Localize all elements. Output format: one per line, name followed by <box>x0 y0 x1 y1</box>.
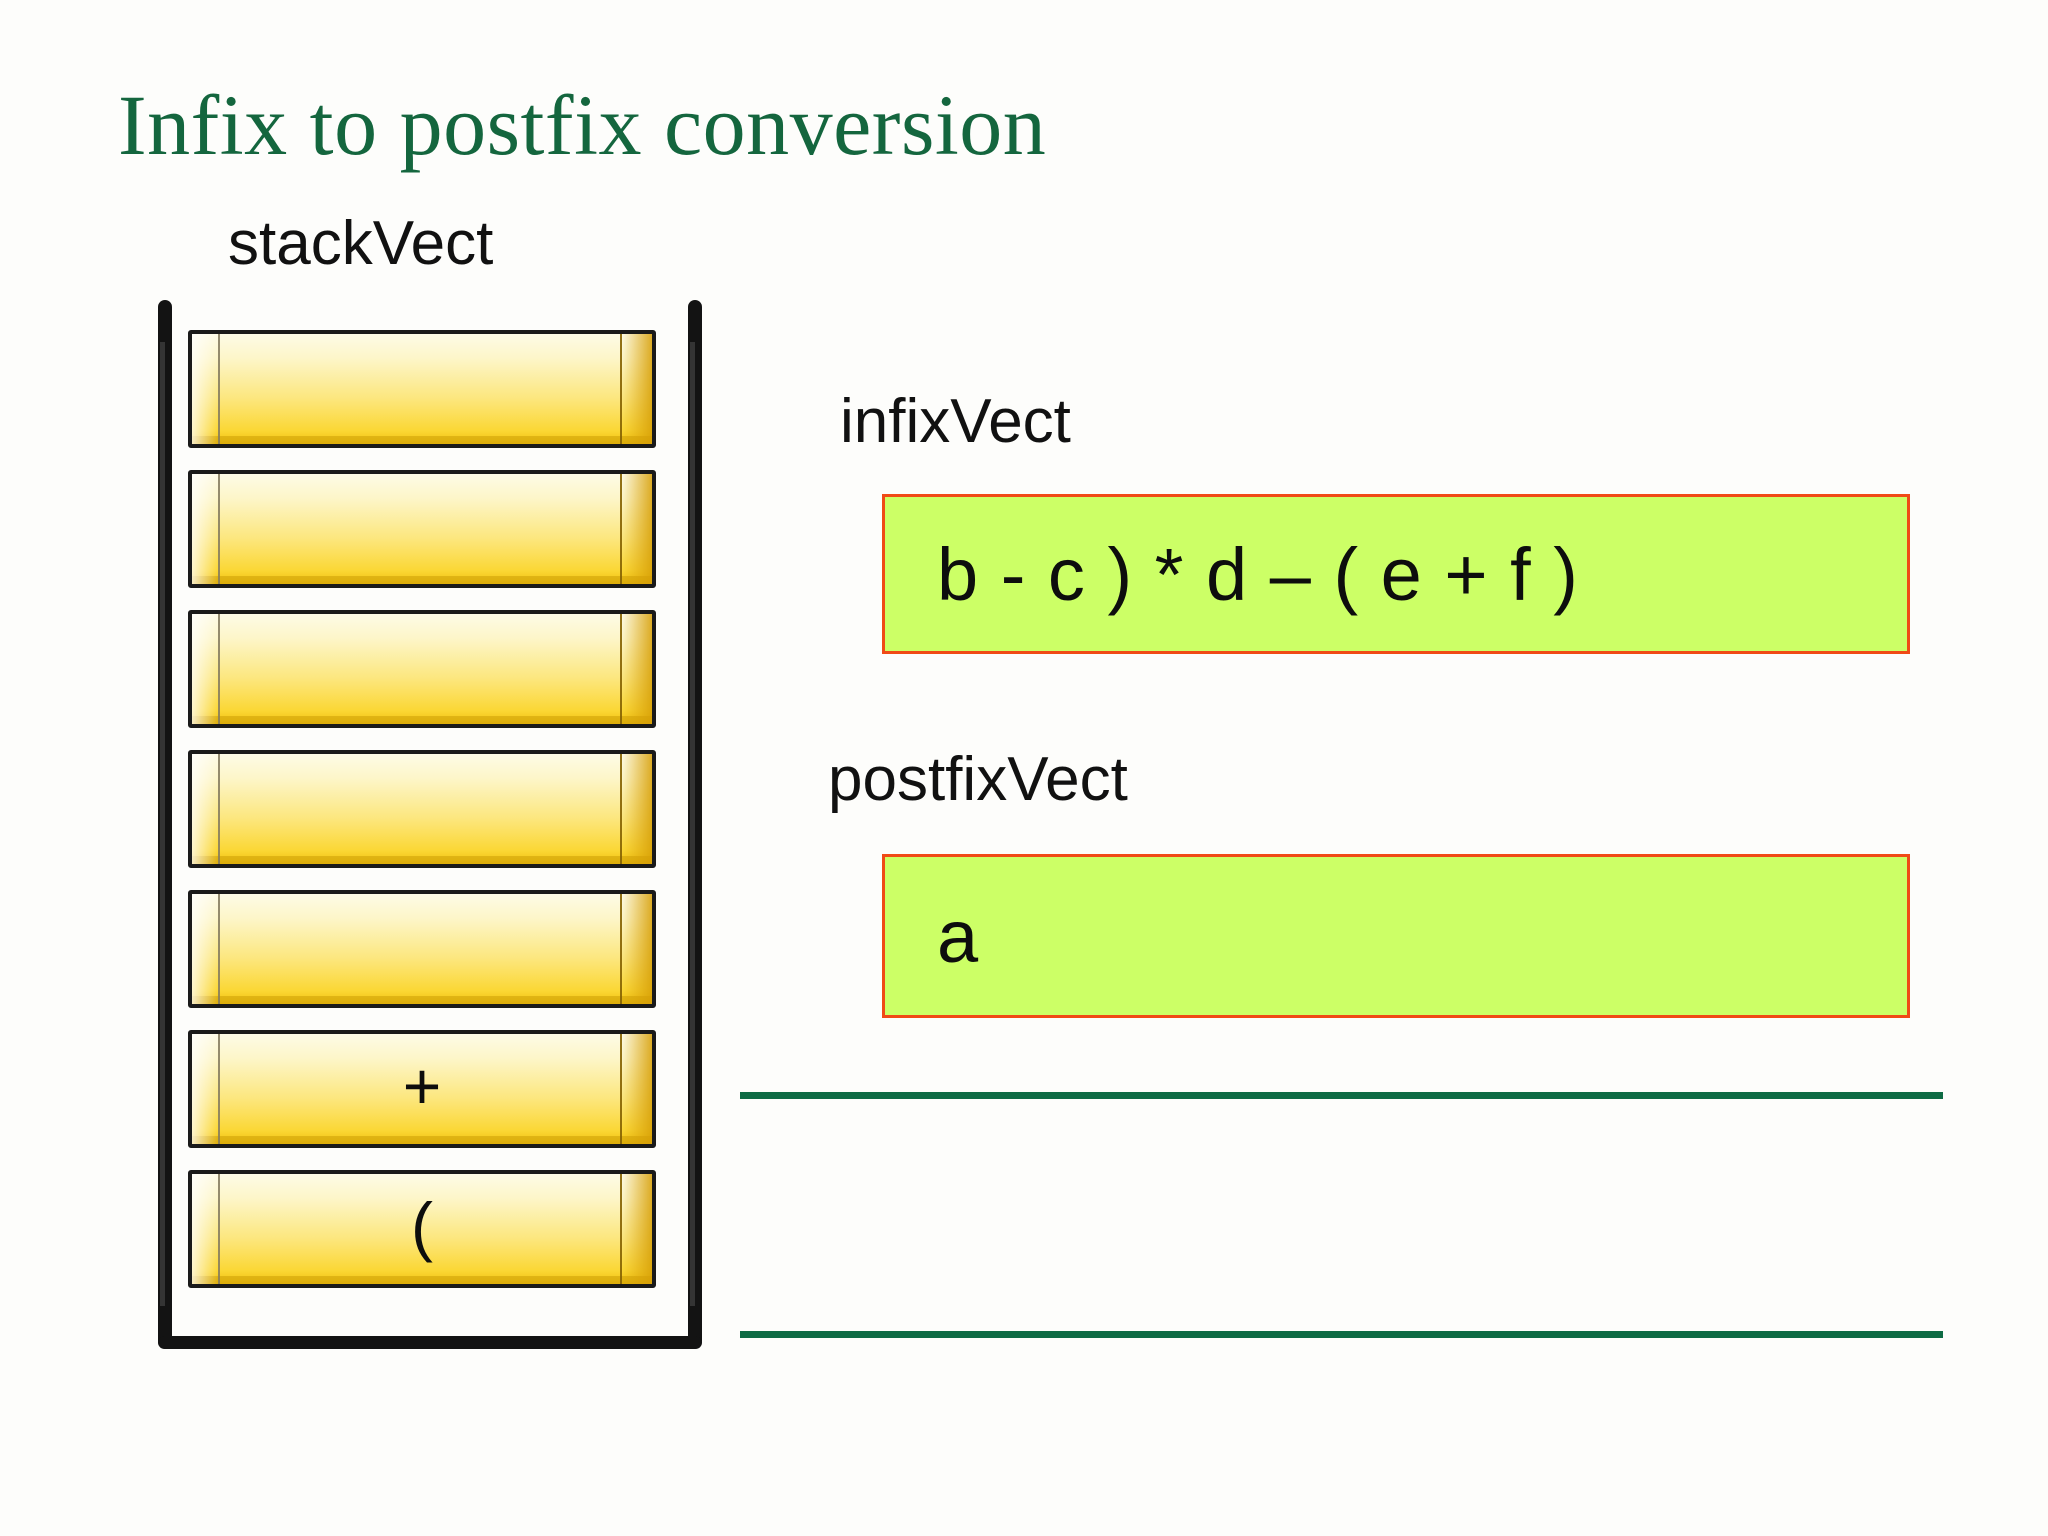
stack-cell-box <box>188 330 656 448</box>
postfixvect-box[interactable]: a <box>882 854 1910 1018</box>
stack-cell-value: + <box>402 1049 442 1123</box>
infixvect-box[interactable]: b - c ) * d – ( e + f ) <box>882 494 1910 654</box>
infixvect-text: b - c ) * d – ( e + f ) <box>937 532 1579 616</box>
stack-bottom-rail <box>158 1336 702 1349</box>
postfixvect-text: a <box>937 894 980 978</box>
divider-rule-bottom <box>740 1331 1943 1338</box>
stack-cell-box <box>188 750 656 868</box>
infixvect-label: infixVect <box>840 387 1071 456</box>
stack-cell[interactable] <box>188 890 656 1008</box>
stack-cell[interactable]: ( <box>188 1170 656 1288</box>
stack-cell-value: ( <box>411 1189 433 1263</box>
stack-cell-box <box>188 470 656 588</box>
divider-rule-top <box>740 1092 1943 1099</box>
stack-cell[interactable] <box>188 610 656 728</box>
stack-cell-value <box>188 890 656 1008</box>
page-title: Infix to postfix conversion <box>118 77 1047 173</box>
stack-cell[interactable] <box>188 750 656 868</box>
stack-cell[interactable] <box>188 330 656 448</box>
stack-cell[interactable]: + <box>188 1030 656 1148</box>
stack-cell-value <box>188 610 656 728</box>
postfixvect-label: postfixVect <box>828 745 1128 814</box>
stack-cell-value <box>188 750 656 868</box>
stack-cell-value <box>188 470 656 588</box>
stack-cell-box <box>188 1030 656 1148</box>
stack-container: + ( <box>150 300 710 1360</box>
stack-cell-box <box>188 890 656 1008</box>
stack-left-rail <box>158 300 172 1348</box>
stack-cell-value <box>188 330 656 448</box>
stack-right-rail <box>688 300 702 1348</box>
stackvect-label: stackVect <box>228 209 494 278</box>
stack-cell-box <box>188 610 656 728</box>
stack-cells: + ( <box>188 330 668 1330</box>
stack-cell[interactable] <box>188 470 656 588</box>
stack-cell-box <box>188 1170 656 1288</box>
